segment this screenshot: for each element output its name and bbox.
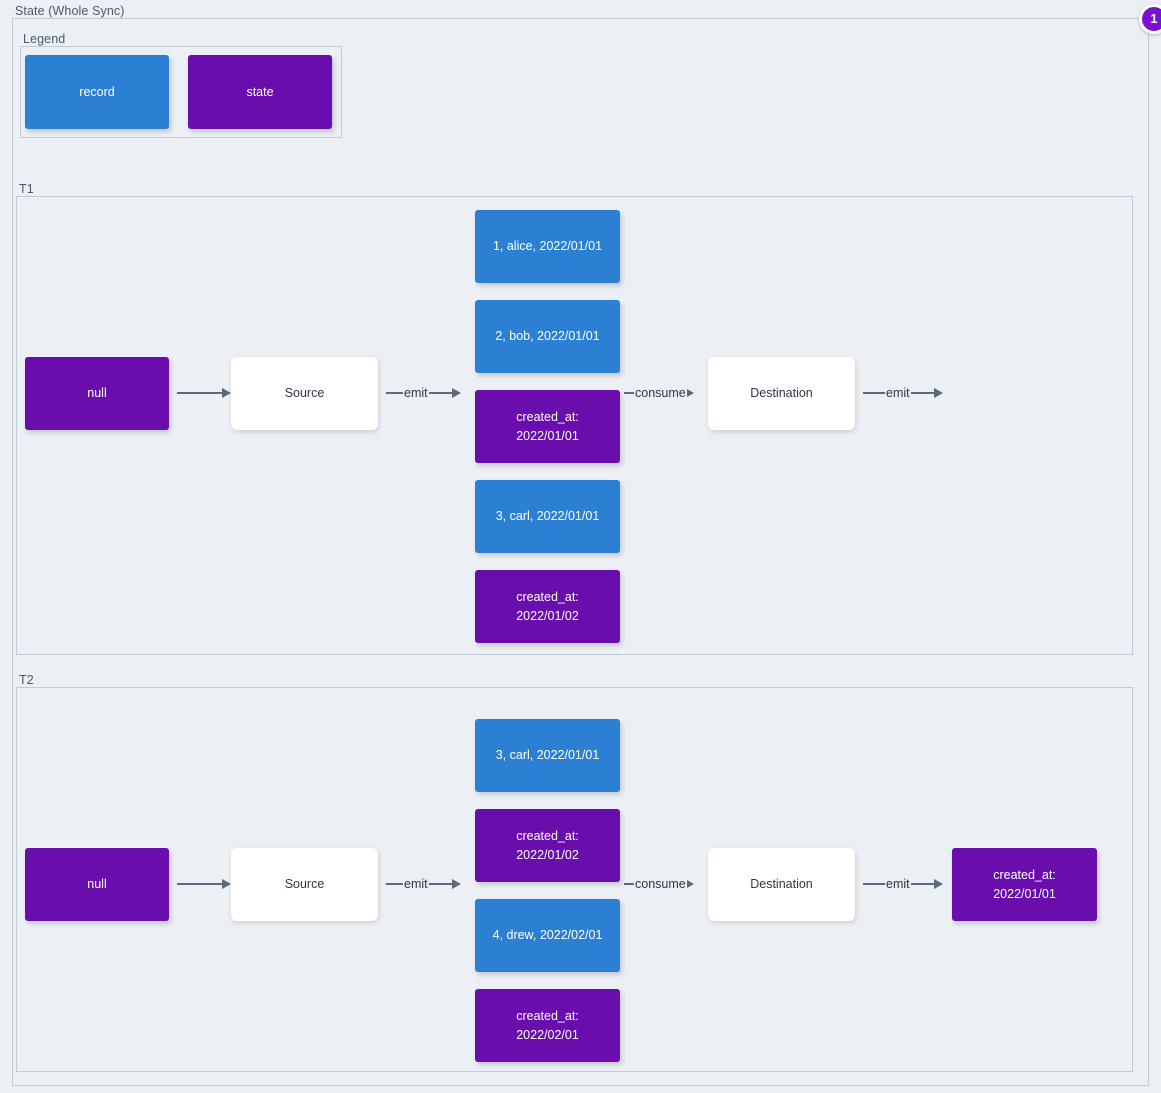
- legend-item-record: record: [25, 55, 169, 129]
- t2-final-state-node: created_at: 2022/01/01: [952, 848, 1097, 921]
- t2-consume-arrow: consume: [624, 876, 694, 892]
- step-badge: 1: [1139, 4, 1161, 34]
- t1-stream-item-0: 1, alice, 2022/01/01: [475, 210, 620, 283]
- t2-stream-item-0: 3, carl, 2022/01/01: [475, 719, 620, 792]
- t1-stream-item-4: created_at: 2022/01/02: [475, 570, 620, 643]
- t2-initial-state-node: null: [25, 848, 169, 921]
- timeline-title-t1: T1: [16, 182, 37, 196]
- t1-source-emit-label: emit: [404, 385, 428, 400]
- t2-stream-item-2: 4, drew, 2022/02/01: [475, 899, 620, 972]
- t1-initial-state-node: null: [25, 357, 169, 430]
- t1-destination-emit-arrow: emit: [863, 385, 943, 401]
- t1-source-node: Source: [231, 357, 378, 430]
- timeline-title-t2: T2: [16, 673, 37, 687]
- t2-source-emit-label: emit: [404, 876, 428, 891]
- t1-consume-arrow: consume: [624, 385, 694, 401]
- t2-stream-item-1: created_at: 2022/01/02: [475, 809, 620, 882]
- t1-init-to-source-arrow: [177, 385, 231, 401]
- legend-item-state: state: [188, 55, 332, 129]
- t1-destination-emit-label: emit: [886, 385, 910, 400]
- t1-stream-item-1: 2, bob, 2022/01/01: [475, 300, 620, 373]
- t2-stream-item-3: created_at: 2022/02/01: [475, 989, 620, 1062]
- t1-stream-item-2: created_at: 2022/01/01: [475, 390, 620, 463]
- t1-source-emit-arrow: emit: [386, 385, 461, 401]
- t2-destination-emit-arrow: emit: [863, 876, 943, 892]
- t2-source-emit-arrow: emit: [386, 876, 461, 892]
- t1-stream-item-3: 3, carl, 2022/01/01: [475, 480, 620, 553]
- t2-destination-emit-label: emit: [886, 876, 910, 891]
- legend-title: Legend: [20, 32, 69, 46]
- t1-destination-node: Destination: [708, 357, 855, 430]
- t1-consume-label: consume: [635, 385, 686, 400]
- t2-init-to-source-arrow: [177, 876, 231, 892]
- t2-destination-node: Destination: [708, 848, 855, 921]
- t2-consume-label: consume: [635, 876, 686, 891]
- t2-source-node: Source: [231, 848, 378, 921]
- diagram-title: State (Whole Sync): [12, 4, 128, 18]
